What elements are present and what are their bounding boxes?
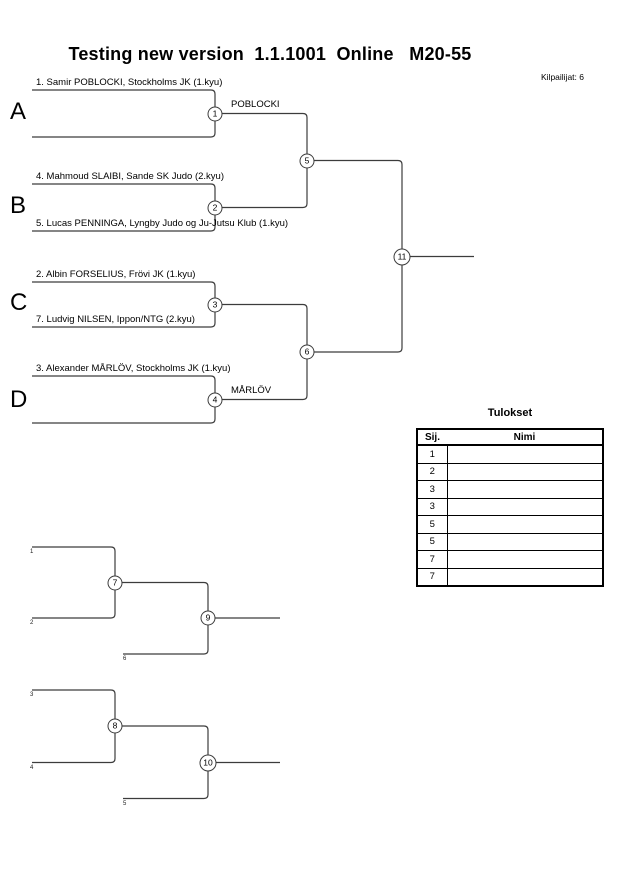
player-name: 5. Lucas PENNINGA, Lyngby Judo og Ju-Jut… bbox=[36, 217, 289, 229]
match-circle-4: 4 bbox=[207, 392, 223, 407]
place-cell: 5 bbox=[416, 515, 448, 534]
pool-label-a: A bbox=[10, 98, 27, 125]
place-cell: 2 bbox=[416, 462, 448, 481]
table-row: 3 bbox=[416, 497, 604, 516]
repechage-seed-1: 1 bbox=[30, 549, 34, 555]
match-circle-2: 2 bbox=[207, 200, 223, 215]
repechage-seed-5: 5 bbox=[123, 800, 127, 807]
final-line bbox=[307, 159, 403, 353]
name-cell bbox=[446, 550, 604, 569]
name-cell bbox=[446, 532, 604, 551]
winner-label-match4: MÅRLÖV bbox=[231, 385, 272, 396]
pool-a-pair-line bbox=[32, 89, 216, 138]
column-header-place: Sij. bbox=[417, 429, 447, 446]
table-row: 7 bbox=[416, 550, 604, 569]
repechage2-pair-line bbox=[32, 689, 116, 764]
table-row: 5 bbox=[416, 515, 604, 534]
match-circle-9: 9 bbox=[200, 610, 216, 626]
semifinal-ab-line bbox=[215, 112, 308, 209]
name-cell bbox=[446, 480, 604, 499]
match-circle-1: 1 bbox=[207, 106, 223, 121]
match-circle-10: 10 bbox=[199, 754, 217, 771]
name-cell bbox=[446, 497, 604, 516]
pool-d-pair-line bbox=[32, 375, 216, 424]
match-circle-11: 11 bbox=[393, 248, 411, 265]
column-header-name: Nimi bbox=[447, 429, 603, 446]
repechage-seed-3: 3 bbox=[30, 692, 34, 698]
pool-label-d: D bbox=[10, 386, 28, 413]
match-circle-5: 5 bbox=[299, 153, 315, 168]
repechage-seed-6: 6 bbox=[123, 656, 127, 662]
table-row: 1 bbox=[416, 444, 604, 464]
match-circle-6: 6 bbox=[299, 344, 315, 360]
place-cell: 5 bbox=[416, 532, 448, 551]
repechage-seed-2: 2 bbox=[30, 620, 34, 626]
place-cell: 7 bbox=[416, 550, 448, 569]
repechage1-pair-line bbox=[32, 546, 116, 619]
name-cell bbox=[446, 515, 604, 534]
match-circle-7: 7 bbox=[107, 575, 123, 590]
repechage1-next-line bbox=[115, 581, 209, 655]
place-cell: 7 bbox=[416, 567, 448, 587]
player-name: 1. Samir POBLOCKI, Stockholms JK (1.kyu) bbox=[36, 76, 223, 88]
match-circle-3: 3 bbox=[207, 297, 223, 312]
name-cell bbox=[446, 567, 604, 587]
name-cell bbox=[446, 444, 604, 464]
player-name: 4. Mahmoud SLAIBI, Sande SK Judo (2.kyu) bbox=[36, 170, 224, 182]
pool-label-c: C bbox=[10, 289, 28, 316]
results-title: Tulokset bbox=[487, 407, 533, 419]
match-circle-8: 8 bbox=[107, 718, 123, 734]
pool-label-b: B bbox=[10, 192, 27, 219]
player-name: 3. Alexander MÅRLÖV, Stockholms JK (1.ky… bbox=[36, 362, 231, 374]
results-header-row: Sij. Nimi bbox=[417, 429, 603, 446]
place-cell: 3 bbox=[416, 497, 448, 516]
repechage2-next-line bbox=[115, 725, 209, 800]
table-row: 7 bbox=[416, 567, 604, 587]
table-row: 2 bbox=[416, 462, 604, 481]
player-name: 2. Albin FORSELIUS, Frövi JK (1.kyu) bbox=[36, 268, 196, 280]
results-table: Sij. Nimi 1 2 3 3 5 bbox=[416, 428, 604, 587]
table-row: 5 bbox=[416, 532, 604, 551]
repechage-seed-4: 4 bbox=[30, 764, 34, 771]
player-name: 7. Ludvig NILSEN, Ippon/NTG (2.kyu) bbox=[36, 313, 195, 325]
page-title: Testing new version 1.1.1001 Online M20-… bbox=[68, 44, 472, 64]
participants-count: Kilpailijat: 6 bbox=[541, 72, 584, 82]
name-cell bbox=[446, 462, 604, 481]
place-cell: 3 bbox=[416, 480, 448, 499]
table-row: 3 bbox=[416, 480, 604, 499]
winner-label-match1: POBLOCKI bbox=[231, 98, 280, 110]
place-cell: 1 bbox=[416, 444, 448, 464]
